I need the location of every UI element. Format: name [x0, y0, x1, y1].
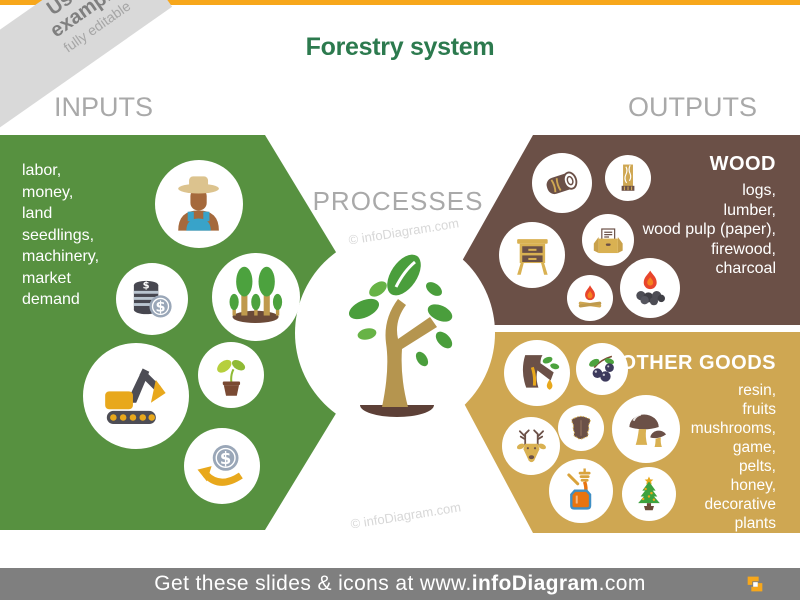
svg-text:$: $: [143, 281, 150, 292]
inputs-heading: INPUTS: [54, 92, 154, 122]
christmas-tree-icon: [622, 467, 676, 521]
footer-bar: Get these slides & icons at www.infoDiag…: [0, 568, 800, 600]
infodiagram-logo-icon: [744, 573, 766, 595]
resin-icon: [504, 340, 570, 406]
footer-prefix: Get these slides & icons at www.: [154, 572, 472, 595]
cabinet-icon: [499, 222, 565, 288]
wood-items-text: logs, lumber, wood pulp (paper), firewoo…: [642, 182, 776, 277]
svg-text:$: $: [156, 300, 166, 316]
deer-icon: [502, 417, 560, 475]
page-title: Forestry system: [305, 33, 495, 61]
growing-tree-icon: [324, 247, 470, 425]
charcoal-icon: [620, 258, 680, 318]
inputs-items-text: labor, money, land seedlings, machinery,…: [22, 162, 100, 308]
other-goods-heading: OTHER GOODS: [620, 352, 776, 374]
processes-heading: PROCESSES: [312, 186, 484, 216]
footer-brand: infoDiagram: [471, 572, 599, 595]
lumber-plank-icon: [605, 155, 651, 201]
svg-text:$: $: [220, 449, 231, 468]
money-return-icon: $: [184, 428, 260, 504]
honey-icon: [549, 459, 613, 523]
campfire-icon: [567, 275, 613, 321]
outputs-heading: OUTPUTS: [627, 92, 757, 122]
top-accent-bar: [0, 0, 800, 5]
berries-icon: [576, 343, 628, 395]
coins-stack-icon: $ $: [116, 263, 188, 335]
seedling-pot-icon: [198, 342, 264, 408]
footer-suffix: .com: [598, 572, 646, 595]
pelt-icon: [558, 405, 604, 451]
wood-heading: WOOD: [709, 153, 776, 175]
log-icon: [532, 153, 592, 213]
excavator-icon: [83, 343, 189, 449]
trees-icon: [212, 253, 300, 341]
footer-link[interactable]: Get these slides & icons at www.infoDiag…: [154, 572, 645, 596]
other-goods-items-text: resin, fruits mushrooms, game, pelts, ho…: [690, 382, 776, 532]
farmer-icon: [155, 160, 243, 248]
paper-box-icon: [582, 214, 634, 266]
mushrooms-icon: [612, 395, 680, 463]
